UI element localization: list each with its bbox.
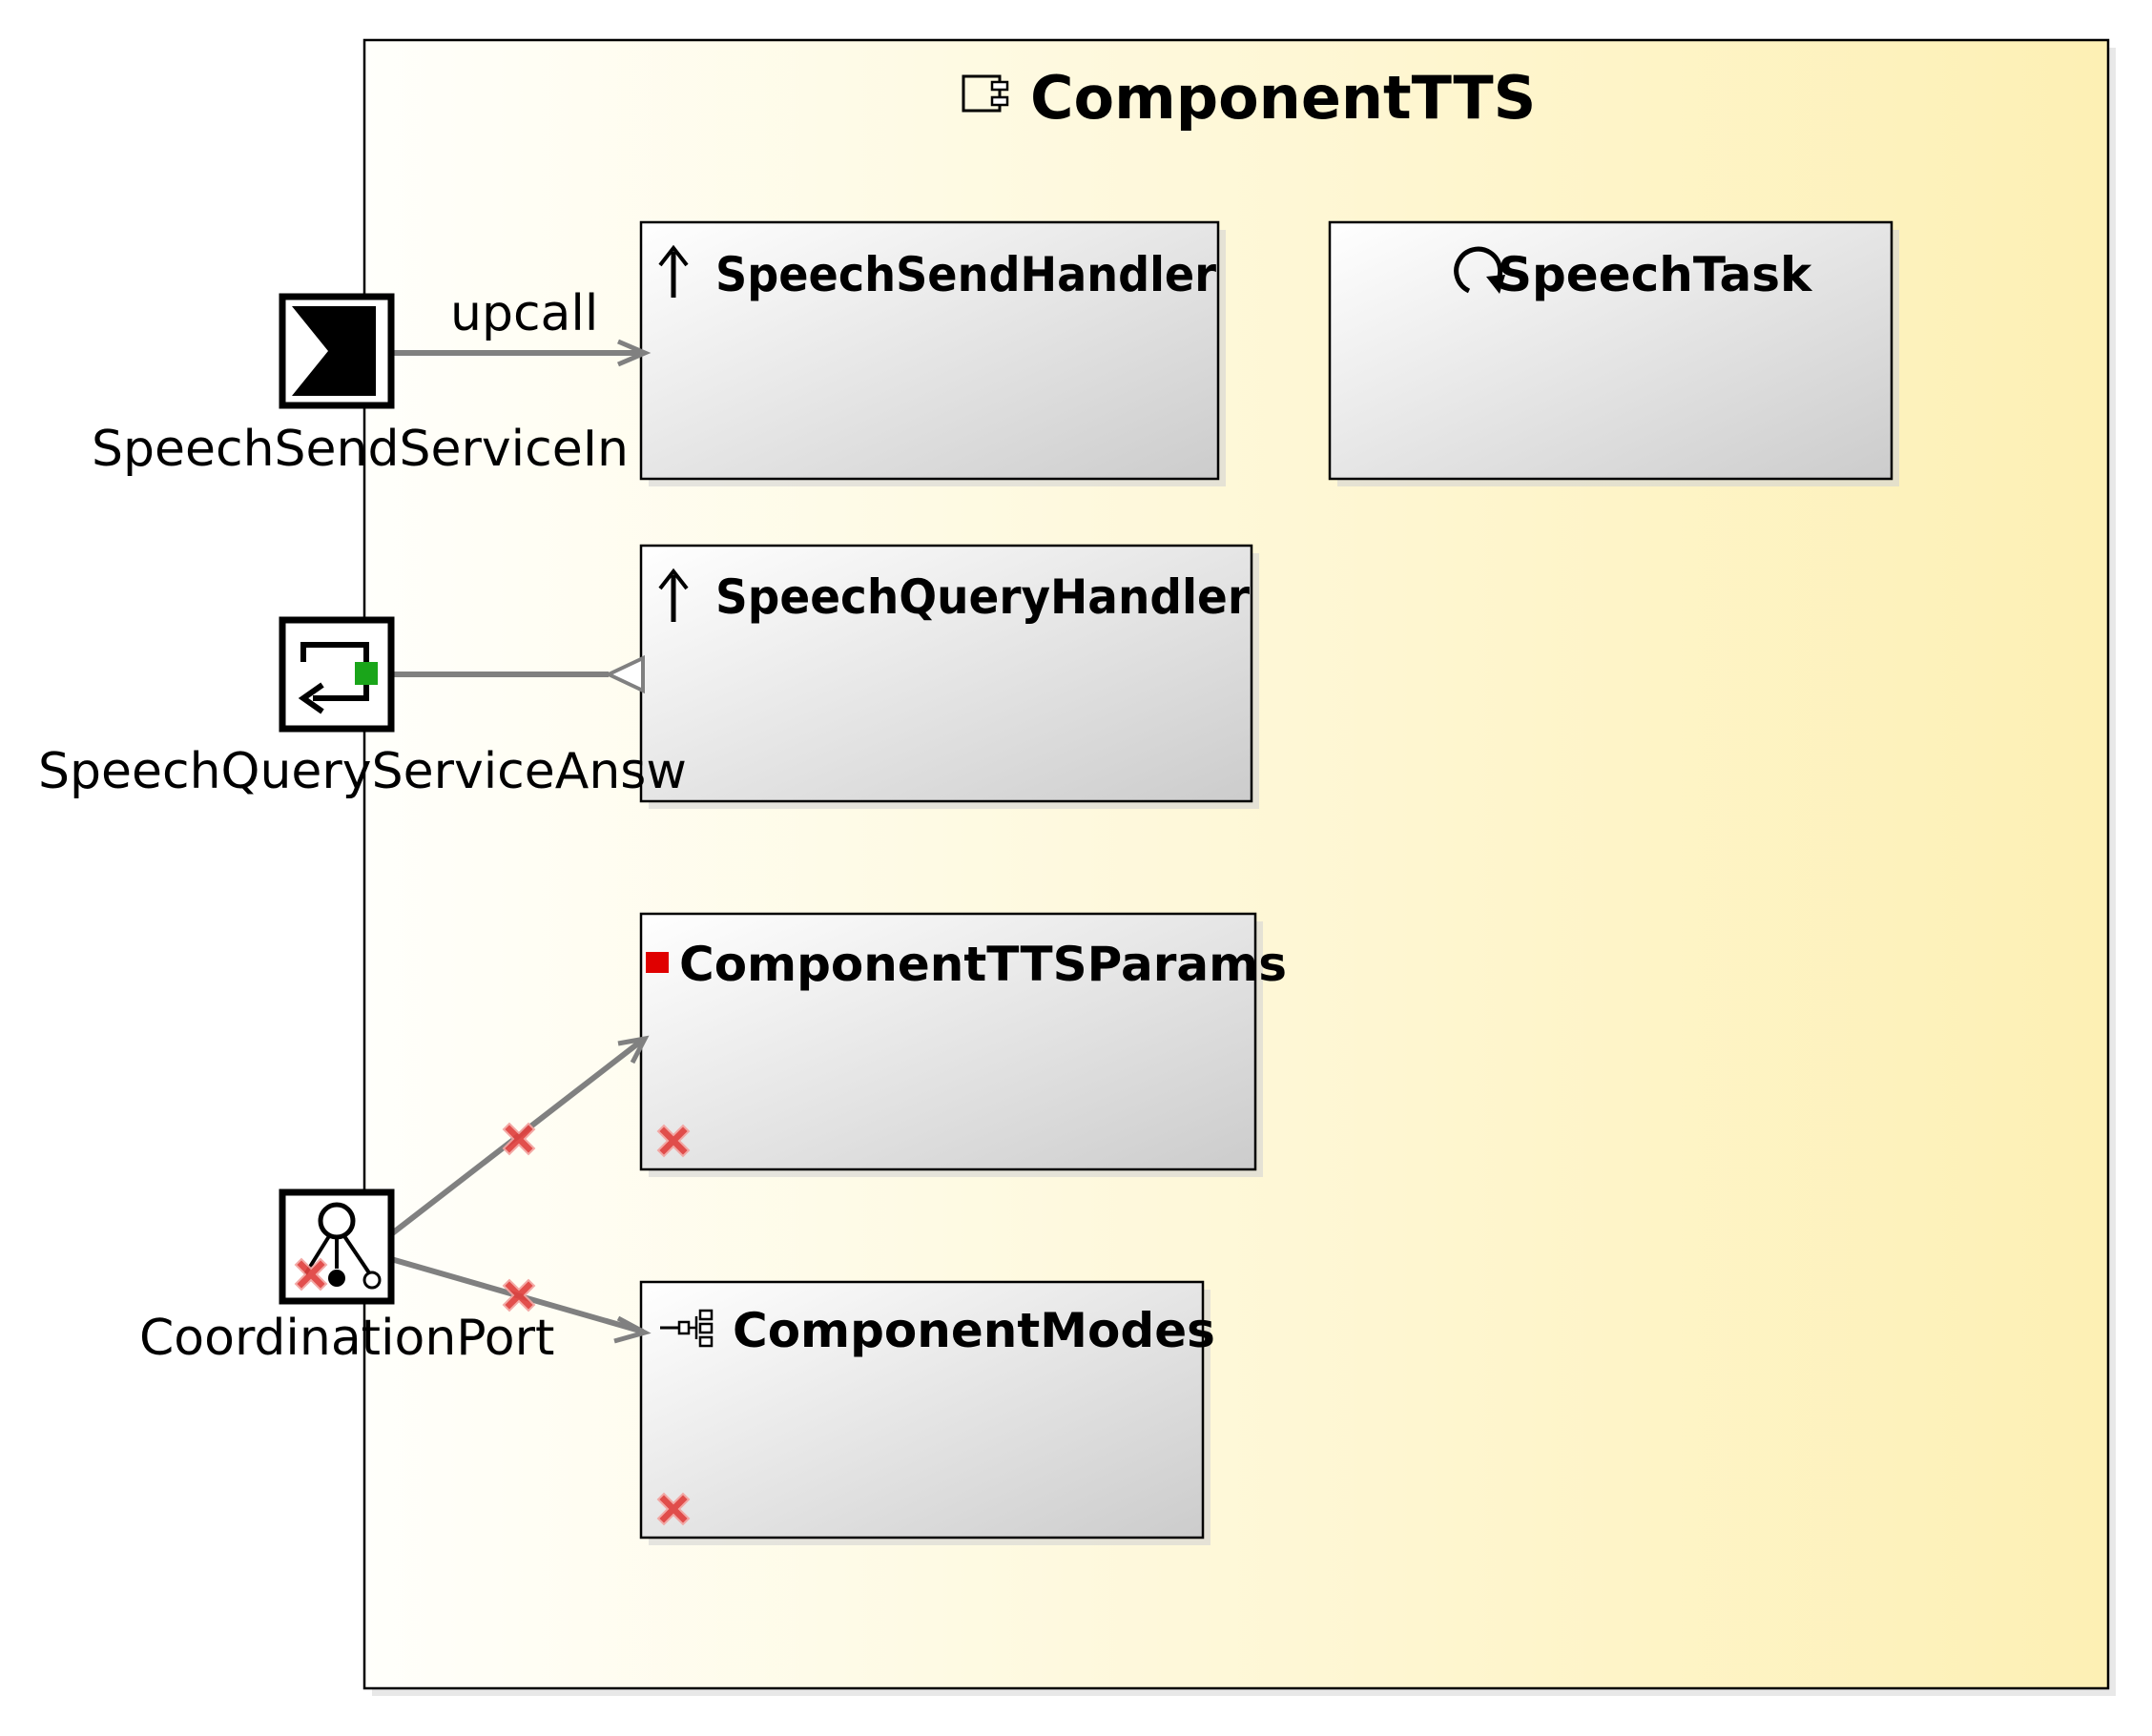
coordination-to-modes-connection[interactable]	[390, 1256, 652, 1344]
send-port-icon	[292, 306, 376, 396]
upcall-label: upcall	[450, 285, 598, 342]
query-answer-port-icon	[298, 642, 378, 714]
speech-send-handler-label: SpeechSendHandler	[715, 247, 1216, 302]
speech-task-box[interactable]: SpeechTask	[1328, 220, 1899, 486]
speech-query-service-answ-label: SpeechQueryServiceAnsw	[38, 743, 687, 800]
component-tts-params-label: ComponentTTSParams	[679, 937, 1287, 992]
upcall-connection[interactable]: upcall	[391, 285, 652, 367]
speech-send-service-in-label: SpeechSendServiceIn	[92, 421, 629, 478]
component-modes-label: ComponentModes	[733, 1303, 1215, 1358]
speech-send-handler-box[interactable]: SpeechSendHandler	[639, 220, 1226, 486]
speech-send-service-in-port[interactable]: SpeechSendServiceIn	[92, 293, 629, 478]
coordination-to-params-connection[interactable]	[389, 1035, 650, 1237]
speech-query-service-answ-port[interactable]: SpeechQueryServiceAnsw	[38, 616, 687, 800]
task-cycle-icon	[1454, 246, 1505, 294]
coordination-port[interactable]: CoordinationPort	[139, 1188, 554, 1367]
component-title: ComponentTTS	[1030, 63, 1536, 133]
upcall-arrow-icon	[658, 244, 689, 298]
speech-query-handler-label: SpeechQueryHandler	[715, 569, 1250, 625]
speech-query-handler-box[interactable]: SpeechQueryHandler	[639, 544, 1259, 809]
component-modes-box[interactable]: ComponentModes	[639, 1280, 1215, 1545]
component-icon	[962, 74, 1009, 113]
query-answer-connection[interactable]	[391, 654, 645, 694]
speech-task-label: SpeechTask	[1498, 247, 1813, 302]
modes-tree-icon	[660, 1309, 714, 1348]
coordination-port-icon	[303, 1202, 382, 1290]
upcall-arrow-icon	[658, 568, 689, 622]
component-tts-params-box[interactable]: ComponentTTSParams	[639, 912, 1287, 1177]
coordination-port-label: CoordinationPort	[139, 1310, 554, 1367]
params-red-square-icon	[646, 952, 669, 973]
